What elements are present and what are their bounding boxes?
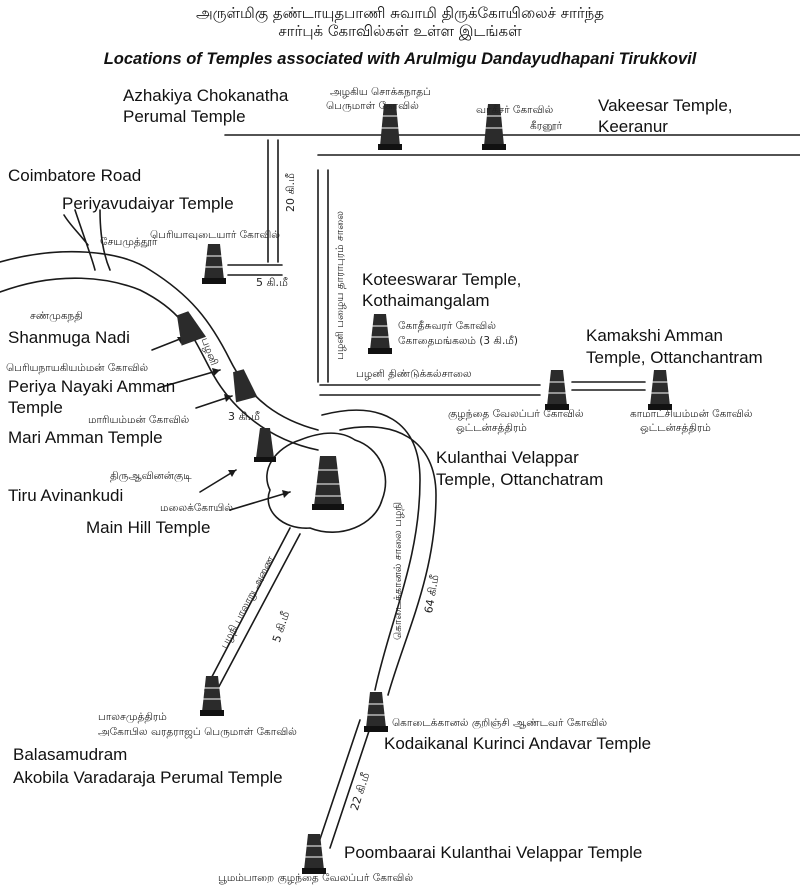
temple-balasamudram-icon: [200, 676, 224, 716]
label-shanmuga-nadi: Shanmuga Nadi: [8, 328, 130, 347]
ta-periyavudaiyar: பெரியாவுடையார் கோவில்: [150, 229, 281, 241]
temple-mari-amman-icon: [254, 428, 276, 462]
label-coimbatore-road: Coimbatore Road: [8, 166, 142, 185]
temple-shanmuga-icon: [176, 311, 206, 346]
road-5km: [227, 264, 283, 276]
label-tiru-avinankudi: Tiru Avinankudi: [8, 486, 124, 505]
ta-mari-amman: மாரியம்மன் கோவில்: [88, 414, 190, 426]
hill-outline: [266, 432, 387, 533]
temple-main-hill-icon: [312, 456, 344, 510]
label-koteeswarar-2: Kothaimangalam: [362, 291, 490, 310]
ta-vakeesar-2: கீரனூர்: [530, 120, 563, 132]
road-20km: [267, 139, 279, 263]
ta-main-hill: மலைக்கோயில்: [160, 502, 233, 514]
label-periyavudaiyar: Periyavudaiyar Temple: [62, 194, 234, 213]
arrow-periya: [157, 369, 221, 389]
label-vakeesar-1: Vakeesar Temple,: [598, 96, 733, 115]
ta-azhakiya-2: பெருமாள் கோவில்: [326, 100, 419, 112]
label-kulanthai-1: Kulanthai Velappar: [436, 448, 579, 467]
road-label-kodai: கொடைக்கானல் சாலை பழநி: [392, 501, 404, 640]
arrow-main: [229, 491, 291, 511]
road-kodai: [321, 409, 437, 696]
road-dindigul: [319, 384, 541, 396]
label-vakeesar-2: Keeranur: [598, 117, 668, 136]
label-periya-nayaki-2: Temple: [8, 398, 63, 417]
label-koteeswarar-1: Koteeswarar Temple,: [362, 270, 522, 289]
temple-azhakiya-icon: [378, 104, 402, 150]
temple-kodaikanal-icon: [364, 692, 388, 732]
road-label-dharapuram: பழனி பழைய தாராபுரம் சாலை: [334, 211, 346, 360]
road-palar: [204, 527, 301, 695]
temple-koteeswarar-icon: [368, 314, 392, 354]
label-kamakshi-2: Temple, Ottanchantram: [586, 348, 763, 367]
distance-5km-periyavudaiyar: 5 கி.மீ: [256, 276, 288, 289]
temple-vakeesar-icon: [482, 104, 506, 150]
label-kodaikanal: Kodaikanal Kurinci Andavar Temple: [384, 734, 652, 753]
tree-trunk: [63, 209, 111, 271]
ta-kulanthai-2: ஒட்டன்சத்திரம்: [456, 422, 527, 434]
ta-koteeswarar-1: கோதீசுவரர் கோவில்: [398, 320, 496, 332]
temple-kulanthai-icon: [545, 370, 569, 410]
ta-tiru-avinankudi: திருஆவினன்குடி: [110, 470, 192, 482]
road-dharapuram: [317, 169, 329, 383]
ta-balasamudram-2: அகோபில வரதராஜப் பெருமாள் கோவில்: [98, 726, 297, 738]
distance-20km: 20 கி.மீ: [284, 173, 297, 212]
label-balasamudram-1: Balasamudram: [13, 745, 128, 764]
road-label-dindigul: பழனி திண்டுக்கல்சாலை: [356, 368, 472, 380]
tamil-title: அருள்மிகு தண்டாயுதபாணி சுவாமி திருக்கோயி…: [0, 4, 800, 40]
english-title: Locations of Temples associated with Aru…: [103, 50, 697, 68]
ta-vakeesar-1: வாகீசர் கோவில்: [476, 104, 554, 116]
label-mari-amman: Mari Amman Temple: [8, 428, 163, 447]
arrow-tiru: [199, 469, 237, 493]
temple-poombaarai-icon: [302, 834, 326, 874]
ta-kamakshi-2: ஒட்டன்சத்திரம்: [640, 422, 711, 434]
temple-kamakshi-icon: [648, 370, 672, 410]
label-kamakshi-1: Kamakshi Amman: [586, 326, 723, 345]
label-kulanthai-2: Temple, Ottanchatram: [436, 470, 604, 489]
label-periya-nayaki-1: Periya Nayaki Amman: [8, 377, 176, 396]
tamil-title-line2: சார்புக் கோவில்கள் உள்ள இடங்கள்: [278, 22, 522, 40]
label-azhakiya-1: Azhakiya Chokanatha: [123, 86, 289, 105]
label-azhakiya-2: Perumal Temple: [123, 107, 246, 126]
river-shanmuga: [0, 250, 319, 431]
ta-kulanthai-1: குழந்தை வேலப்பர் கோவில்: [448, 408, 584, 420]
ta-kamakshi-1: காமாட்சியம்மன் கோவில்: [630, 408, 753, 420]
label-poombaarai: Poombaarai Kulanthai Velappar Temple: [344, 843, 643, 862]
ta-seyamuthur: சேயமுத்தூர்: [100, 236, 158, 248]
temple-periyavudaiyar-icon: [202, 244, 226, 284]
tamil-title-line1: அருள்மிகு தண்டாயுதபாணி சுவாமி திருக்கோயி…: [195, 4, 605, 22]
road-poombaarai: [317, 719, 373, 849]
ta-kodaikanal: கொடைக்கானல் குறிஞ்சி ஆண்டவர் கோவில்: [392, 717, 608, 729]
label-main-hill: Main Hill Temple: [86, 518, 211, 537]
temple-periya-nayaki-icon: [233, 369, 258, 403]
ta-periya-nayaki: பெரியநாயகியம்மன் கோவில்: [6, 362, 149, 374]
ta-river: சண்முகநதி: [30, 310, 83, 322]
label-balasamudram-2: Akobila Varadaraja Perumal Temple: [13, 768, 283, 787]
ta-koteeswarar-2: கோதைமங்கலம் (3 கி.மீ): [398, 335, 518, 347]
ta-azhakiya-1: அழகிய சொக்கநாதப்: [330, 86, 431, 98]
ta-balasamudram-1: பாலசமுத்திரம்: [98, 711, 167, 723]
distance-3km: 3 கி.மீ: [228, 410, 260, 423]
ta-poombaarai: பூமம்பாறை குழந்தை வேலப்பர் கோவில்: [218, 872, 414, 884]
road-kamakshi: [571, 381, 646, 391]
